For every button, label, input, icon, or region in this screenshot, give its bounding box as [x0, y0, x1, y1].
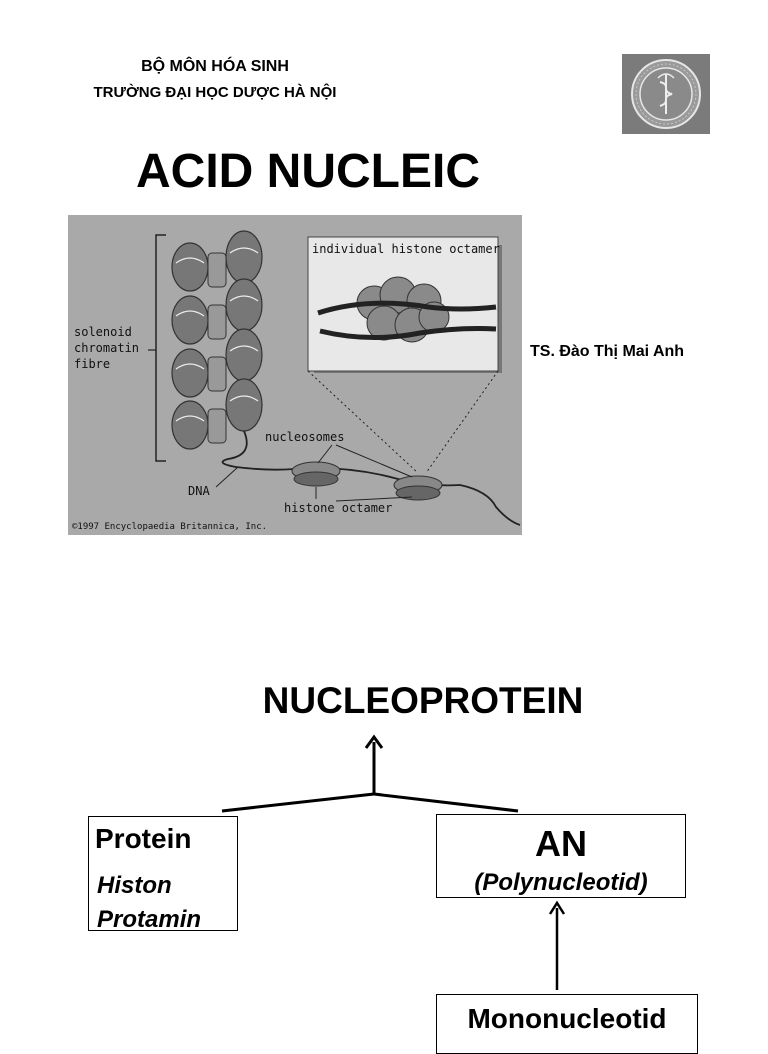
dna-label: DNA — [188, 484, 210, 498]
page-title: ACID NUCLEIC — [136, 145, 480, 198]
protein-item-protamin: Protamin — [97, 906, 202, 933]
diagram-connectors — [221, 734, 566, 990]
school-name: TRƯỜNG ĐẠI HỌC DƯỢC HÀ NỘI — [93, 84, 337, 101]
author-name: TS. Đào Thị Mai Anh — [530, 343, 685, 360]
branch-right-line — [373, 792, 519, 813]
solenoid-label-1: solenoid — [74, 325, 132, 339]
branch-left-line — [221, 792, 375, 813]
octamer-caption: individual histone octamer — [312, 242, 500, 256]
histone-octamer-label: histone octamer — [284, 501, 392, 515]
department-name: BỘ MÔN HÓA SINH — [141, 58, 289, 75]
chromatin-figure: individual histone octamer solenoid chro… — [68, 215, 522, 535]
an-title: AN — [535, 823, 587, 864]
nucleoprotein-title: NUCLEOPROTEIN — [262, 680, 584, 721]
an-box: AN (Polynucleotid) — [436, 814, 686, 898]
protein-item-histon: Histon — [97, 872, 172, 899]
solenoid-label-2: chromatin — [74, 341, 139, 355]
mononucleotid-box: Mononucleotid — [436, 994, 698, 1054]
protein-title: Protein — [95, 823, 192, 854]
an-subtitle: (Polynucleotid) — [474, 869, 648, 896]
copyright-label: ©1997 Encyclopaedia Britannica, Inc. — [72, 522, 267, 532]
protein-box: Protein Histon Protamin — [88, 816, 238, 933]
university-logo — [622, 54, 710, 134]
solenoid-label-3: fibre — [74, 357, 110, 371]
nucleosomes-label: nucleosomes — [265, 430, 344, 444]
mononucleotid-title: Mononucleotid — [467, 1003, 667, 1034]
